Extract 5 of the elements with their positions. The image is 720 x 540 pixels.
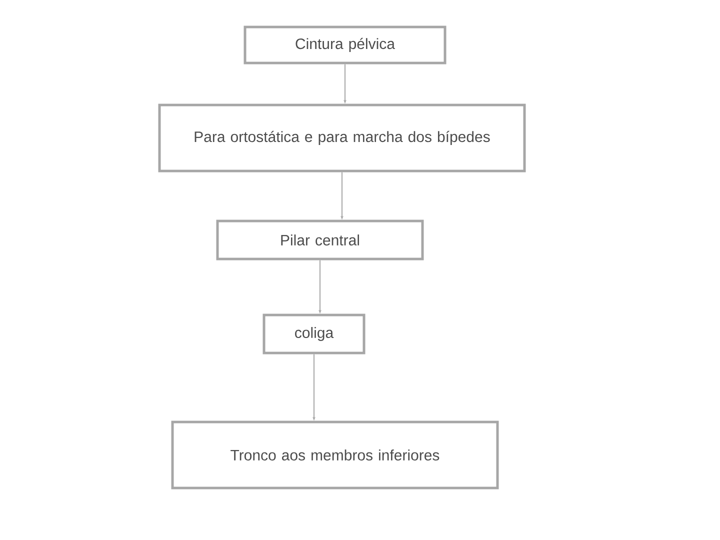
process-box: Para ortostática e para marcha dos bípedes xyxy=(158,104,526,172)
process-box: Cintura pélvica xyxy=(244,26,446,64)
process-box: Pilar central xyxy=(216,220,424,260)
process-box: Tronco aos membros inferiores xyxy=(171,420,499,490)
process-box: coliga xyxy=(262,314,366,354)
